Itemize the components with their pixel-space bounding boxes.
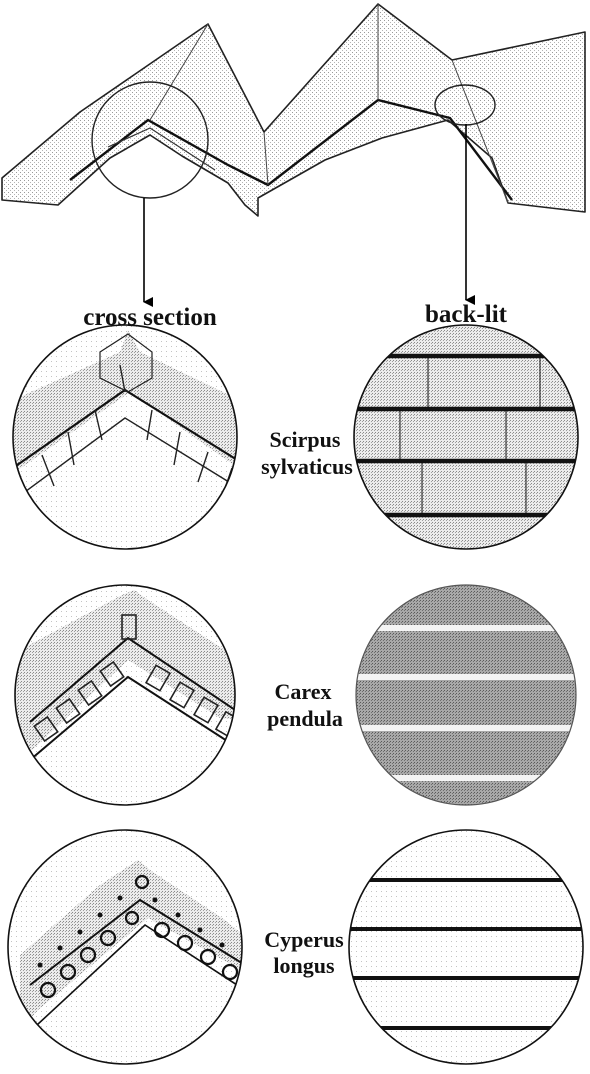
species-epithet-scirpus: sylvaticus [261,454,353,479]
species-epithet-cyperus: longus [273,953,335,978]
folded-leaf [2,4,585,216]
cross-section-circle-scirpus [0,325,260,549]
species-genus-scirpus: Scirpus [270,427,341,452]
back-lit-heading: back-lit [425,301,508,328]
cross-section-circle-carex [0,585,250,805]
back-lit-circle-cyperus [340,830,590,1064]
cross-section-circle-cyperus [8,830,260,1064]
back-lit-circle-carex [340,585,590,805]
back-lit-circle-scirpus [340,325,590,549]
species-genus-carex: Carex [274,679,331,704]
species-epithet-carex: pendula [267,706,343,731]
species-genus-cyperus: Cyperus [264,927,344,952]
